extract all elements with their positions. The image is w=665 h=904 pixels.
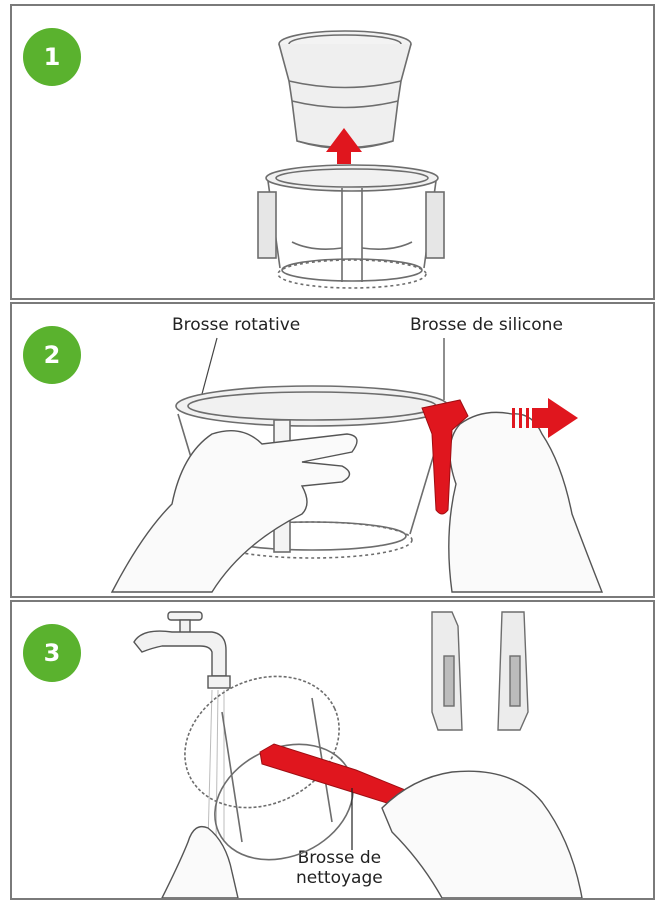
silicone-strips [431, 611, 529, 731]
silicone-brush-label: Brosse de silicone [410, 315, 563, 335]
cleaning-brush-label: Brosse de nettoyage [296, 848, 383, 888]
step-1-panel: 1 [10, 4, 655, 300]
step-2-badge: 2 [23, 326, 81, 384]
rotating-brush-label: Brosse rotative [172, 315, 301, 335]
step-2-panel: 2 Brosse rotative Brosse de silicone [10, 302, 655, 598]
water-tap [133, 611, 231, 689]
rotating-brush-leader-line [201, 337, 218, 395]
step-2-illustration [110, 337, 604, 593]
water-stream [207, 689, 225, 843]
rotating-brush-frame [257, 164, 445, 289]
right-hand [448, 411, 604, 593]
step-2-pull-arrow [512, 398, 578, 438]
step-1-badge: 1 [23, 28, 81, 86]
cleaning-brush-label-line-2: nettoyage [296, 867, 383, 888]
step-3-panel: 3 Brosse de nettoyage [10, 600, 655, 900]
step-3-illustration [133, 611, 583, 898]
step-1-illustration [257, 30, 445, 289]
left-hand [110, 430, 358, 593]
silicone-brush [421, 399, 469, 515]
right-hand [381, 770, 583, 898]
cleaning-brush-label-line-1: Brosse de [297, 848, 382, 868]
left-hand [161, 825, 239, 898]
step-3-badge: 3 [23, 624, 81, 682]
